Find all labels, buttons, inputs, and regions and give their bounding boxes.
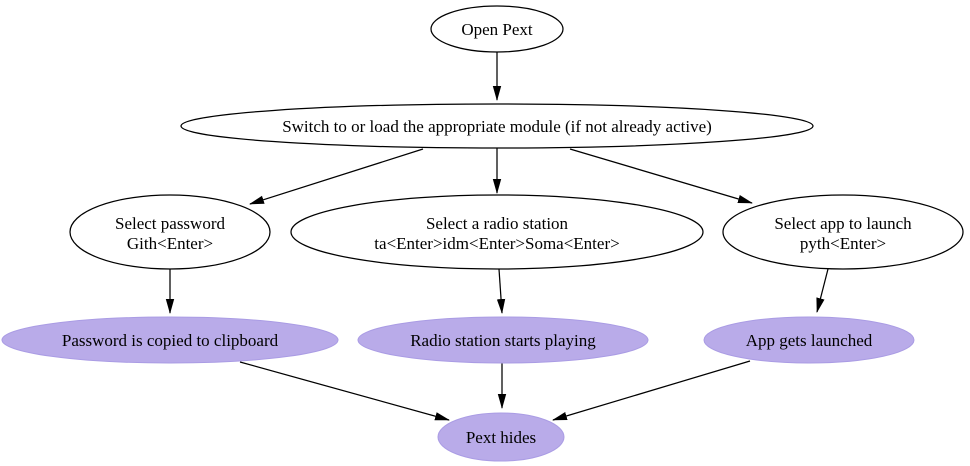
node-select-password-label-line2: Gith<Enter>	[127, 234, 213, 253]
node-select-radio-label-line1: Select a radio station	[426, 214, 569, 233]
node-select-password: Select password Gith<Enter>	[69, 194, 271, 270]
edge-switch-module-to-select-password	[249, 148, 424, 205]
node-open-pext-label: Open Pext	[461, 20, 533, 39]
node-select-app: Select app to launch pyth<Enter>	[722, 194, 964, 270]
node-app-launched-shape	[703, 316, 915, 364]
edge-app-launched-to-pext-hides	[552, 360, 751, 421]
node-select-radio-label-line2: ta<Enter>idm<Enter>Soma<Enter>	[374, 234, 619, 253]
node-app-launched: App gets launched	[703, 316, 915, 364]
node-password-copied-label: Password is copied to clipboard	[62, 331, 279, 350]
node-switch-module-label: Switch to or load the appropriate module…	[282, 117, 712, 136]
node-select-app-label-line2: pyth<Enter>	[800, 234, 886, 253]
node-select-app-shape	[722, 194, 964, 270]
node-select-password-label-line1: Select password	[115, 214, 226, 233]
edge-switch-module-to-select-app	[569, 148, 753, 204]
node-select-password-shape	[69, 194, 271, 270]
node-pext-hides: Pext hides	[437, 412, 565, 462]
node-select-radio: Select a radio station ta<Enter>idm<Ente…	[290, 194, 704, 270]
node-app-launched-label: App gets launched	[746, 331, 873, 350]
node-password-copied: Password is copied to clipboard	[1, 316, 339, 364]
node-switch-module: Switch to or load the appropriate module…	[180, 103, 814, 149]
edge-select-radio-to-radio-playing	[496, 268, 506, 314]
node-radio-playing-shape	[357, 316, 649, 364]
node-pext-hides-shape	[437, 412, 565, 462]
edges-layer	[165, 52, 829, 421]
node-password-copied-shape	[1, 316, 339, 364]
node-pext-hides-label: Pext hides	[466, 428, 536, 447]
node-radio-playing-label: Radio station starts playing	[410, 331, 596, 350]
node-switch-module-shape	[180, 103, 814, 149]
node-open-pext-shape	[430, 5, 564, 53]
edge-select-app-to-app-launched	[816, 268, 829, 313]
node-open-pext: Open Pext	[430, 5, 564, 53]
edge-password-copied-to-pext-hides	[239, 361, 450, 421]
node-select-app-label-line1: Select app to launch	[774, 214, 912, 233]
node-select-radio-shape	[290, 194, 704, 270]
node-radio-playing: Radio station starts playing	[357, 316, 649, 364]
